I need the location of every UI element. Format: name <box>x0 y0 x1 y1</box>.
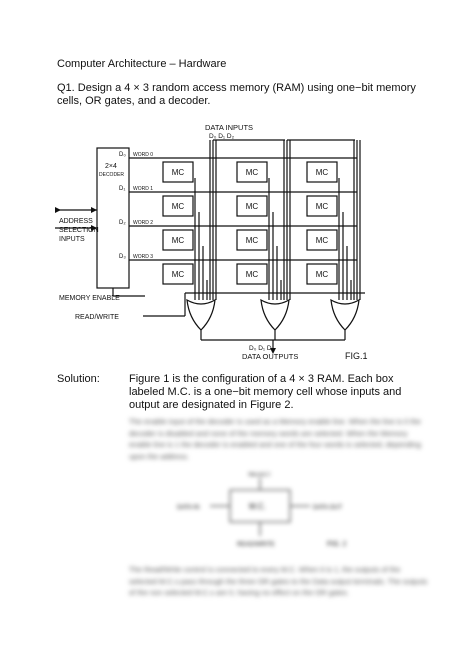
data-inputs-label: DATA INPUTS <box>205 123 253 132</box>
decoder-output-d0: D₀ <box>119 152 126 158</box>
figure-2-caption: FIG. 2 <box>327 541 347 548</box>
decoder-label: DECODER <box>99 172 124 178</box>
memory-cell: MC <box>172 236 185 245</box>
blurred-paragraph-1: The enable input of the decoder is used … <box>129 417 421 461</box>
decoder-output-d3: D₃ <box>119 254 126 260</box>
data-outputs-label: DATA OUTPUTS <box>242 352 298 361</box>
decoder-size-label: 2×4 <box>105 163 117 170</box>
read-write-label: READ/WRITE <box>237 542 275 548</box>
ram-diagram-figure-1: DATA INPUTS D₀ D₁ D₂ 2×4 DECODER D₀ D₁ D… <box>55 123 368 361</box>
data-outputs-bits-label: D₀ D₁ D₂ <box>249 345 275 352</box>
memory-cell: MC <box>172 270 185 279</box>
memory-cell: MC <box>316 270 329 279</box>
memory-enable-label: MEMORY ENABLE <box>59 295 120 302</box>
memory-cell: MC <box>246 168 259 177</box>
data-out-label: DATA OUT <box>313 505 342 511</box>
memory-cell: MC <box>316 236 329 245</box>
figure-1-caption: FIG.1 <box>345 351 368 361</box>
word-2-label: WORD 2 <box>133 220 153 226</box>
address-label-line-3: INPUTS <box>59 236 85 243</box>
memory-cell: MC <box>246 236 259 245</box>
address-label-line-2: SELECTION <box>59 227 99 234</box>
word-0-label: WORD 0 <box>133 152 153 158</box>
data-in-label: DATA IN <box>177 505 199 511</box>
question-text: Q1. Design a 4 × 3 random access memory … <box>57 82 416 107</box>
memory-cell: MC <box>246 202 259 211</box>
address-label-line-1: ADDRESS <box>59 218 93 225</box>
decoder-output-d1: D₁ <box>119 186 125 192</box>
memory-cell: MC <box>246 270 259 279</box>
word-1-label: WORD 1 <box>133 186 153 192</box>
memory-cell-diagram-figure-2: SELECT DATA IN M.C. DATA OUT READ/WRITE … <box>177 472 347 548</box>
memory-cell: MC <box>172 168 185 177</box>
memory-cell: MC <box>316 168 329 177</box>
data-inputs-bits-label: D₀ D₁ D₂ <box>209 133 235 140</box>
memory-cell-label: M.C. <box>249 502 266 511</box>
select-label: SELECT <box>248 472 272 478</box>
decoder-output-d2: D₂ <box>119 220 126 226</box>
memory-cell: MC <box>172 202 185 211</box>
memory-cell: MC <box>316 202 329 211</box>
read-write-label: READ/WRITE <box>75 314 119 321</box>
blurred-paragraph-2: The Read/Write control is connected to e… <box>129 565 428 597</box>
solution-label: Solution: <box>57 373 100 385</box>
document-heading: Computer Architecture – Hardware <box>57 58 227 70</box>
solution-text: Figure 1 is the configuration of a 4 × 3… <box>129 373 402 411</box>
word-3-label: WORD 3 <box>133 254 153 260</box>
